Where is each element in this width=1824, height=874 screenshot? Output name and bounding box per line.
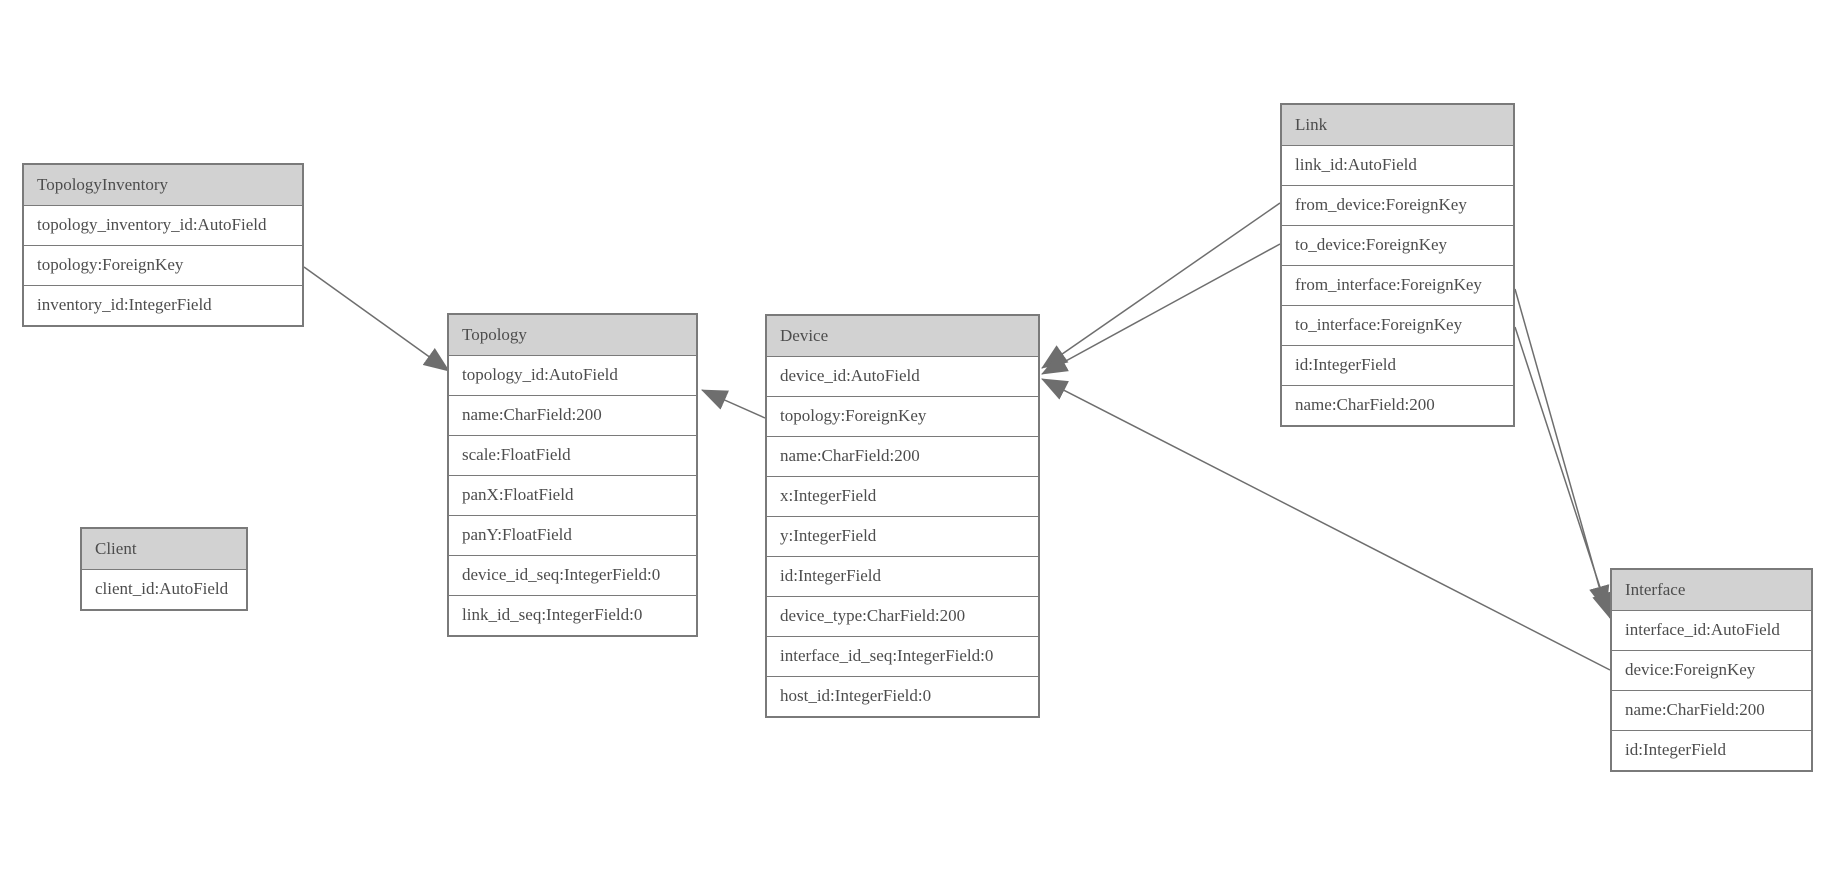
field-row-from_device: from_device:ForeignKey: [1282, 185, 1513, 225]
field-row-to_interface: to_interface:ForeignKey: [1282, 305, 1513, 345]
entity-header: TopologyInventory: [24, 165, 302, 205]
connector-link-to_interface-to-interface: [1514, 326, 1613, 619]
connector-link-to_device-to-device: [1041, 243, 1281, 375]
field-row-topology: topology:ForeignKey: [767, 396, 1038, 436]
field-row-x: x:IntegerField: [767, 476, 1038, 516]
field-row-device_type: device_type:CharField:200: [767, 596, 1038, 636]
field-row-topology_id: topology_id:AutoField: [449, 355, 696, 395]
field-row-to_device: to_device:ForeignKey: [1282, 225, 1513, 265]
field-row-panY: panY:FloatField: [449, 515, 696, 555]
entity-header: Interface: [1612, 570, 1811, 610]
field-row-name: name:CharField:200: [1612, 690, 1811, 730]
field-row-y: y:IntegerField: [767, 516, 1038, 556]
field-row-name: name:CharField:200: [449, 395, 696, 435]
entity-header: Topology: [449, 315, 696, 355]
field-row-link_id_seq: link_id_seq:IntegerField:0: [449, 595, 696, 635]
connector-link-from_device-to-device: [1041, 202, 1281, 369]
field-row-inventory_id: inventory_id:IntegerField: [24, 285, 302, 325]
field-row-device_id_seq: device_id_seq:IntegerField:0: [449, 555, 696, 595]
field-row-id: id:IntegerField: [1612, 730, 1811, 770]
entity-client: Client client_id:AutoField: [80, 527, 248, 611]
field-row-id: id:IntegerField: [767, 556, 1038, 596]
field-row-scale: scale:FloatField: [449, 435, 696, 475]
field-row-name: name:CharField:200: [1282, 385, 1513, 425]
field-row-host_id: host_id:IntegerField:0: [767, 676, 1038, 716]
field-row-topology: topology:ForeignKey: [24, 245, 302, 285]
field-row-client_id: client_id:AutoField: [82, 569, 246, 609]
entity-header: Client: [82, 529, 246, 569]
connector-interface-device-to-device: [1041, 378, 1611, 671]
field-row-link_id: link_id:AutoField: [1282, 145, 1513, 185]
field-row-name: name:CharField:200: [767, 436, 1038, 476]
field-row-topology_inventory_id: topology_inventory_id:AutoField: [24, 205, 302, 245]
field-row-panX: panX:FloatField: [449, 475, 696, 515]
field-row-device_id: device_id:AutoField: [767, 356, 1038, 396]
entity-header: Link: [1282, 105, 1513, 145]
field-row-interface_id_seq: interface_id_seq:IntegerField:0: [767, 636, 1038, 676]
connector-device-topology-to-topology: [701, 389, 766, 419]
connector-topologyinventory-topology-to-topology: [303, 266, 450, 372]
field-row-from_interface: from_interface:ForeignKey: [1282, 265, 1513, 305]
field-row-device: device:ForeignKey: [1612, 650, 1811, 690]
field-row-id: id:IntegerField: [1282, 345, 1513, 385]
entity-topologyinventory: TopologyInventory topology_inventory_id:…: [22, 163, 304, 327]
field-row-interface_id: interface_id:AutoField: [1612, 610, 1811, 650]
entity-header: Device: [767, 316, 1038, 356]
